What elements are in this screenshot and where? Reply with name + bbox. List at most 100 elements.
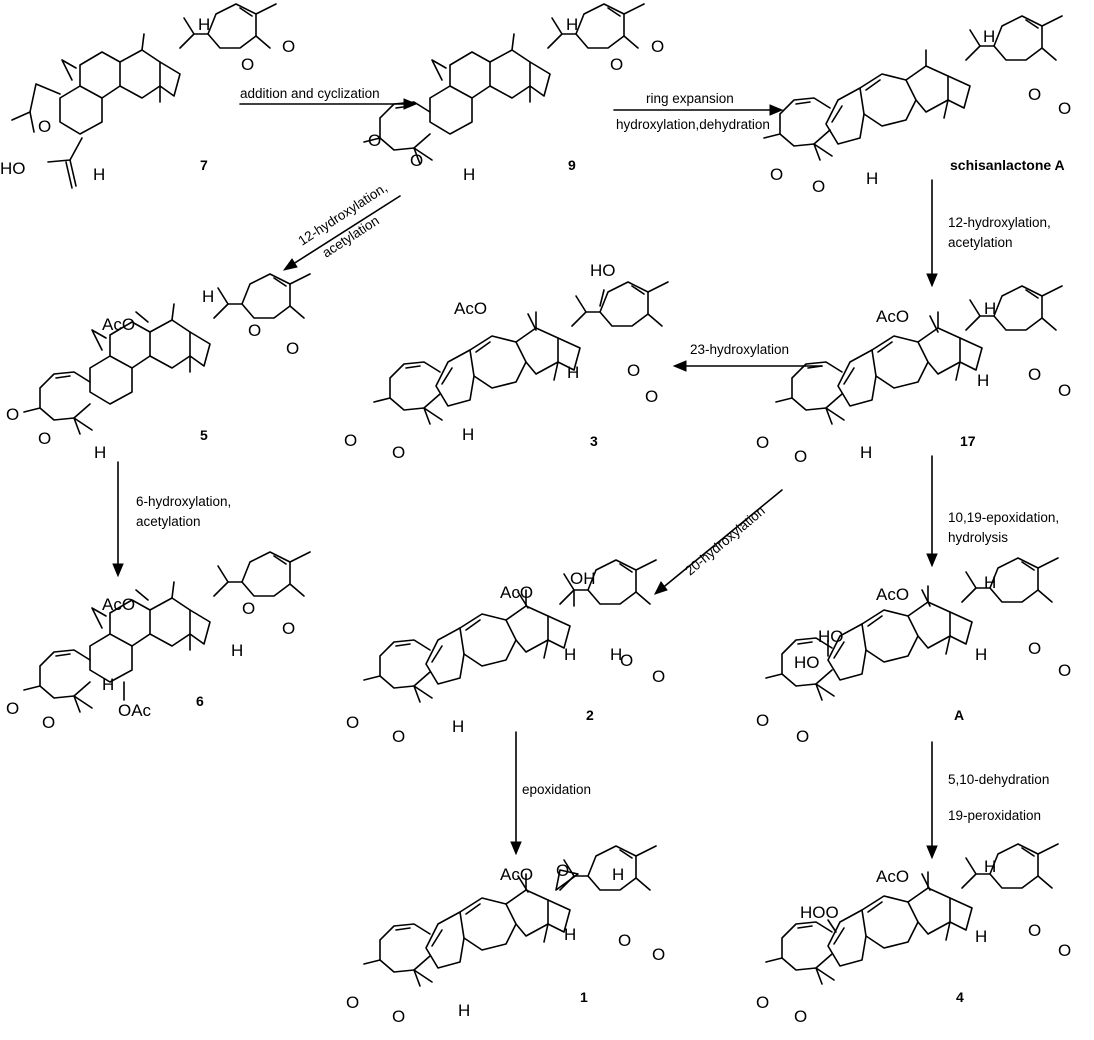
condition-5-to-6-line2: acetylation — [136, 514, 201, 529]
structure-17: AcO O O H H H O O — [756, 285, 1071, 466]
structure-4: AcO HOO O O H H O O — [756, 843, 1071, 1026]
oxygen-label: O — [794, 1007, 807, 1026]
hydrogen-label: H — [975, 645, 987, 664]
arrow-17-to-A — [926, 455, 938, 568]
hydrogen-label: H — [983, 27, 995, 46]
compound-label-schisanlactone-a: schisanlactone A — [950, 157, 1065, 173]
oxygen-label: O — [1058, 661, 1071, 680]
compound-label-4: 4 — [956, 989, 964, 1005]
oxygen-label: O — [770, 165, 783, 184]
condition-2-to-1: epoxidation — [522, 782, 591, 797]
hydrogen-label: H — [231, 641, 243, 660]
oxygen-label: O — [346, 713, 359, 732]
hydrogen-label: H — [977, 371, 989, 390]
hydroxyl-label: HO — [794, 653, 820, 672]
oxygen-label: O — [1028, 921, 1041, 940]
hydroxyl-label: HO — [590, 261, 616, 280]
compound-label-9: 9 — [568, 157, 576, 173]
oxygen-label: O — [38, 117, 51, 136]
compound-label-1: 1 — [580, 989, 588, 1005]
oxygen-label: O — [556, 861, 569, 880]
structure-5: AcO O O H H O O — [6, 273, 311, 462]
hydrogen-label: H — [860, 443, 872, 462]
acetoxy-label: AcO — [102, 315, 135, 334]
oxygen-label: O — [38, 429, 51, 448]
arrow-5-to-6 — [112, 461, 124, 578]
hydrogen-label: H — [610, 645, 622, 664]
condition-A-to-4-line2: 19-peroxidation — [948, 808, 1041, 823]
hydroxyl-label: HO — [0, 159, 26, 178]
hydrogen-label: H — [102, 675, 114, 694]
hydroperoxy-label: HOO — [800, 903, 839, 922]
hydrogen-label: H — [975, 927, 987, 946]
arrow-2-to-1 — [510, 731, 522, 856]
oxygen-label: O — [42, 713, 55, 732]
arrow-A-to-4 — [926, 741, 938, 860]
hydrogen-label: H — [564, 925, 576, 944]
compound-label-2: 2 — [586, 707, 594, 723]
condition-17-to-A-line2: hydrolysis — [948, 530, 1008, 545]
hydrogen-label: H — [462, 425, 474, 444]
condition-17-to-3: 23-hydroxylation — [690, 342, 789, 357]
hydrogen-label: H — [984, 299, 996, 318]
acetoxy-label: OAc — [118, 701, 152, 720]
structure-schisanlactone-a: O O H H O O — [763, 15, 1071, 196]
hydrogen-label: H — [612, 865, 624, 884]
oxygen-label: O — [652, 667, 665, 686]
oxygen-label: O — [1028, 639, 1041, 658]
compound-label-3: 3 — [590, 433, 598, 449]
acetoxy-label: AcO — [500, 865, 533, 884]
arrow-schisanlactone-a-to-17 — [926, 179, 938, 288]
acetoxy-label: AcO — [876, 585, 909, 604]
oxygen-label: O — [756, 993, 769, 1012]
oxygen-label: O — [282, 37, 295, 56]
oxygen-label: O — [346, 993, 359, 1012]
condition-5-to-6-line1: 6-hydroxylation, — [136, 494, 231, 509]
oxygen-label: O — [241, 55, 254, 74]
oxygen-label: O — [410, 151, 423, 170]
oxygen-label: O — [6, 405, 19, 424]
hydrogen-label: H — [198, 15, 210, 34]
hydrogen-label: H — [202, 287, 214, 306]
oxygen-label: O — [344, 431, 357, 450]
compound-label-5: 5 — [200, 427, 208, 443]
oxygen-label: O — [756, 433, 769, 452]
condition-17-to-2: 20-hydroxylation — [682, 503, 768, 578]
oxygen-label: O — [645, 387, 658, 406]
hydrogen-label: H — [93, 165, 105, 184]
hydrogen-label: H — [452, 717, 464, 736]
hydrogen-label: H — [866, 169, 878, 188]
compound-label-17: 17 — [960, 433, 976, 449]
hydrogen-label: H — [94, 443, 106, 462]
hydrogen-label: H — [567, 363, 579, 382]
hydrogen-label: H — [566, 15, 578, 34]
hydrogen-label: H — [564, 645, 576, 664]
oxygen-label: O — [1028, 365, 1041, 384]
hydrogen-label: H — [984, 857, 996, 876]
condition-A-to-4-line1: 5,10-dehydration — [948, 772, 1049, 787]
oxygen-label: O — [627, 361, 640, 380]
condition-7-to-9: addition and cyclization — [240, 86, 380, 101]
compound-label-A: A — [954, 707, 964, 723]
oxygen-label: O — [1058, 99, 1071, 118]
arrow-17-to-2 — [654, 489, 783, 595]
acetoxy-label: AcO — [102, 595, 135, 614]
structure-1: AcO O O O H H H O O — [346, 845, 665, 1026]
oxygen-label: O — [392, 443, 405, 462]
oxygen-label: O — [652, 945, 665, 964]
condition-sA-to-17-line2: acetylation — [948, 235, 1013, 250]
arrow-17-to-3 — [672, 360, 823, 372]
oxygen-label: O — [618, 931, 631, 950]
structure-9: O O H H O O — [363, 3, 664, 184]
hydrogen-label: H — [463, 165, 475, 184]
oxygen-label: O — [1028, 85, 1041, 104]
hydroxyl-label: OH — [570, 569, 596, 588]
condition-17-to-A-line1: 10,19-epoxidation, — [948, 510, 1059, 525]
oxygen-label: O — [610, 55, 623, 74]
acetoxy-label: AcO — [876, 867, 909, 886]
condition-9-to-sA-line2: hydroxylation,dehydration — [616, 117, 770, 132]
oxygen-label: O — [812, 177, 825, 196]
oxygen-label: O — [756, 711, 769, 730]
oxygen-label: O — [248, 321, 261, 340]
